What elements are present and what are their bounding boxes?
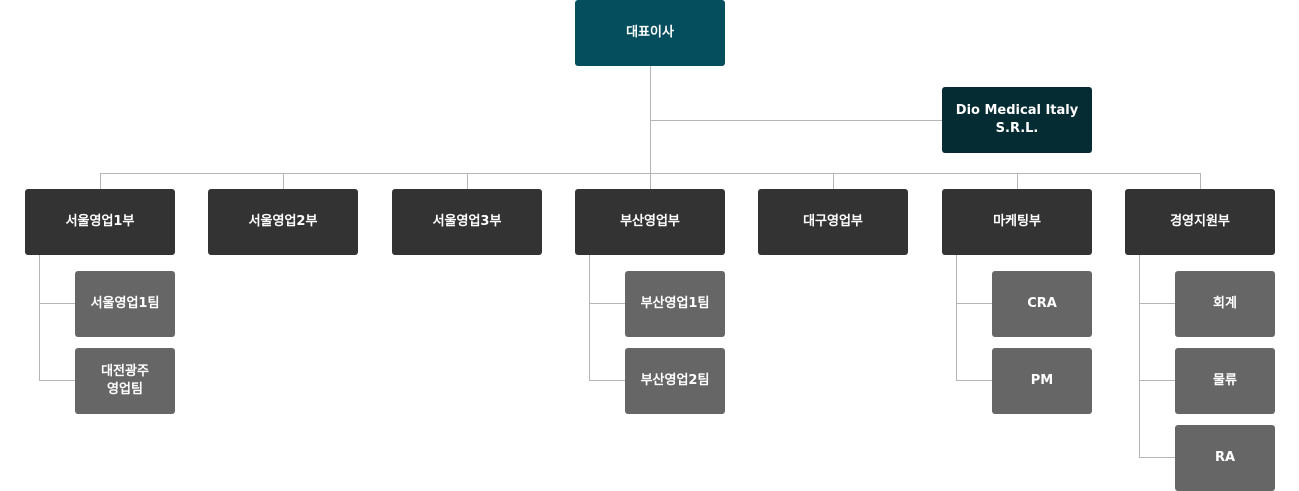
- team-logistics: 물류: [1175, 348, 1275, 414]
- connector-team-branch: [589, 380, 625, 381]
- connector-team-branch: [1139, 457, 1175, 458]
- connector-ceo-trunk: [650, 66, 651, 189]
- connector-dept-2: [283, 173, 284, 189]
- connector-team-branch: [39, 380, 75, 381]
- connector-team-branch: [1139, 380, 1175, 381]
- team-ra: RA: [1175, 425, 1275, 491]
- connector-team-trunk-6: [956, 255, 957, 381]
- team-seoul-sales-1: 서울영업1팀: [75, 271, 175, 337]
- connector-dept-1: [100, 173, 101, 189]
- connector-dept-7: [1200, 173, 1201, 189]
- connector-team-branch: [39, 303, 75, 304]
- team-pm: PM: [992, 348, 1092, 414]
- team-accounting: 회계: [1175, 271, 1275, 337]
- department-seoul-sales-3: 서울영업3부: [392, 189, 542, 255]
- team-busan-sales-2: 부산영업2팀: [625, 348, 725, 414]
- department-daegu-sales: 대구영업부: [758, 189, 908, 255]
- connector-dept-6: [1017, 173, 1018, 189]
- connector-dept-5: [833, 173, 834, 189]
- ceo-box: 대표이사: [575, 0, 725, 66]
- connector-team-branch: [956, 303, 992, 304]
- connector-team-branch: [589, 303, 625, 304]
- connector-team-branch: [956, 380, 992, 381]
- connector-subsidiary: [650, 120, 942, 121]
- connector-dept-3: [467, 173, 468, 189]
- department-marketing: 마케팅부: [942, 189, 1092, 255]
- department-seoul-sales-2: 서울영업2부: [208, 189, 358, 255]
- team-busan-sales-1: 부산영업1팀: [625, 271, 725, 337]
- connector-team-trunk-4: [589, 255, 590, 381]
- connector-team-trunk-7: [1139, 255, 1140, 458]
- team-daejeon-gwangju-sales: 대전광주 영업팀: [75, 348, 175, 414]
- connector-department-bus: [100, 173, 1201, 174]
- department-management-support: 경영지원부: [1125, 189, 1275, 255]
- subsidiary-box: Dio Medical Italy S.R.L.: [942, 87, 1092, 153]
- department-seoul-sales-1: 서울영업1부: [25, 189, 175, 255]
- team-cra: CRA: [992, 271, 1092, 337]
- connector-team-branch: [1139, 303, 1175, 304]
- department-busan-sales: 부산영업부: [575, 189, 725, 255]
- connector-team-trunk-1: [39, 255, 40, 381]
